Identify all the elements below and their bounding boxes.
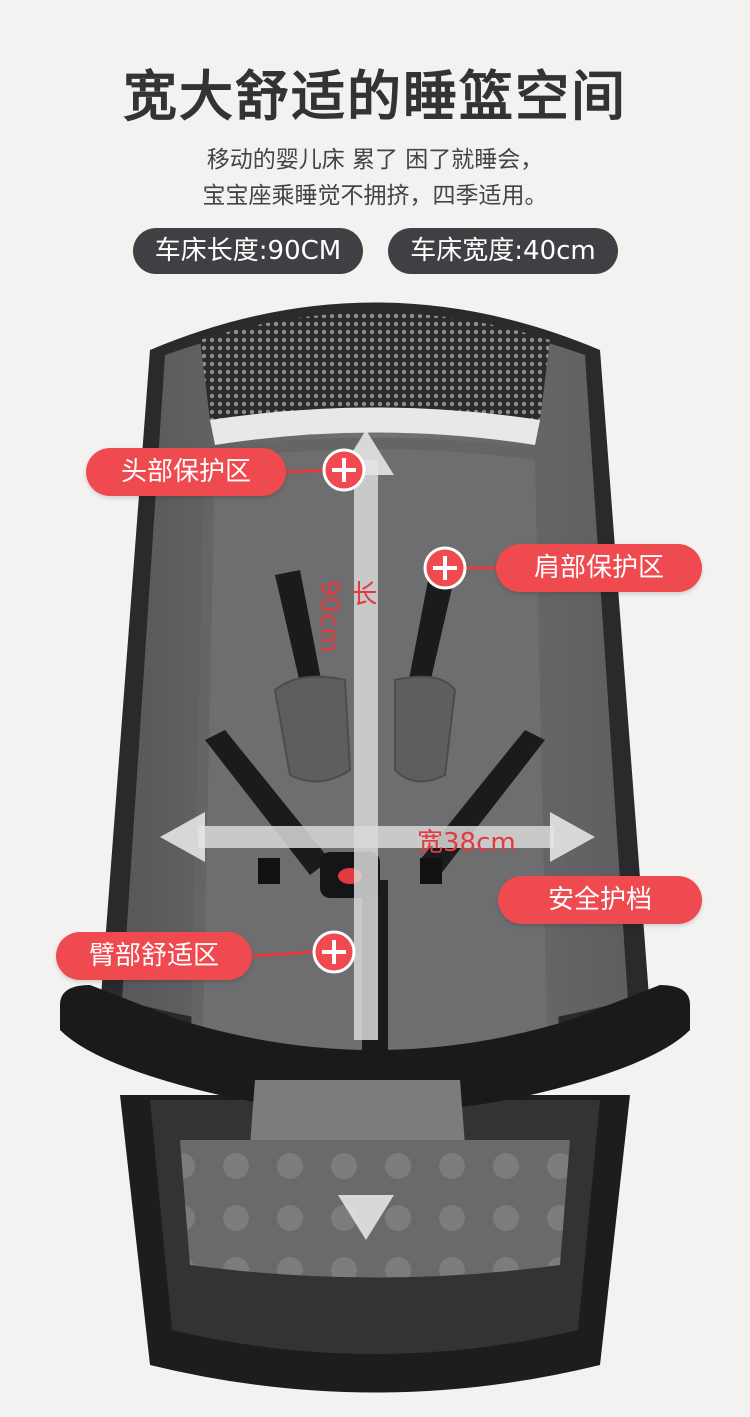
head-plus-icon <box>322 448 366 492</box>
head-protection-callout: 头部保护区 <box>86 448 286 496</box>
arm-plus-icon <box>312 930 356 974</box>
width-spec-badge: 车床宽度:40cm <box>388 228 618 274</box>
arm-comfort-callout: 臂部舒适区 <box>56 932 252 980</box>
length-dimension-label: 长90cm <box>314 580 377 653</box>
subtitle-line-2: 宝宝座乘睡觉不拥挤，四季适用。 <box>202 183 548 209</box>
width-dimension-label: 宽38cm <box>417 828 516 858</box>
shoulder-plus-icon <box>423 546 467 590</box>
width-arrow-icon <box>160 812 595 862</box>
page-title: 宽大舒适的睡篮空间 <box>123 65 627 128</box>
stroller-bassinet-photo <box>0 280 750 1417</box>
length-spec-badge: 车床长度:90CM <box>133 228 363 274</box>
safety-guard-callout: 安全护档 <box>498 876 702 924</box>
shoulder-protection-callout: 肩部保护区 <box>496 544 702 592</box>
subtitle-line-1: 移动的婴儿床 累了 困了就睡会， <box>206 147 544 173</box>
